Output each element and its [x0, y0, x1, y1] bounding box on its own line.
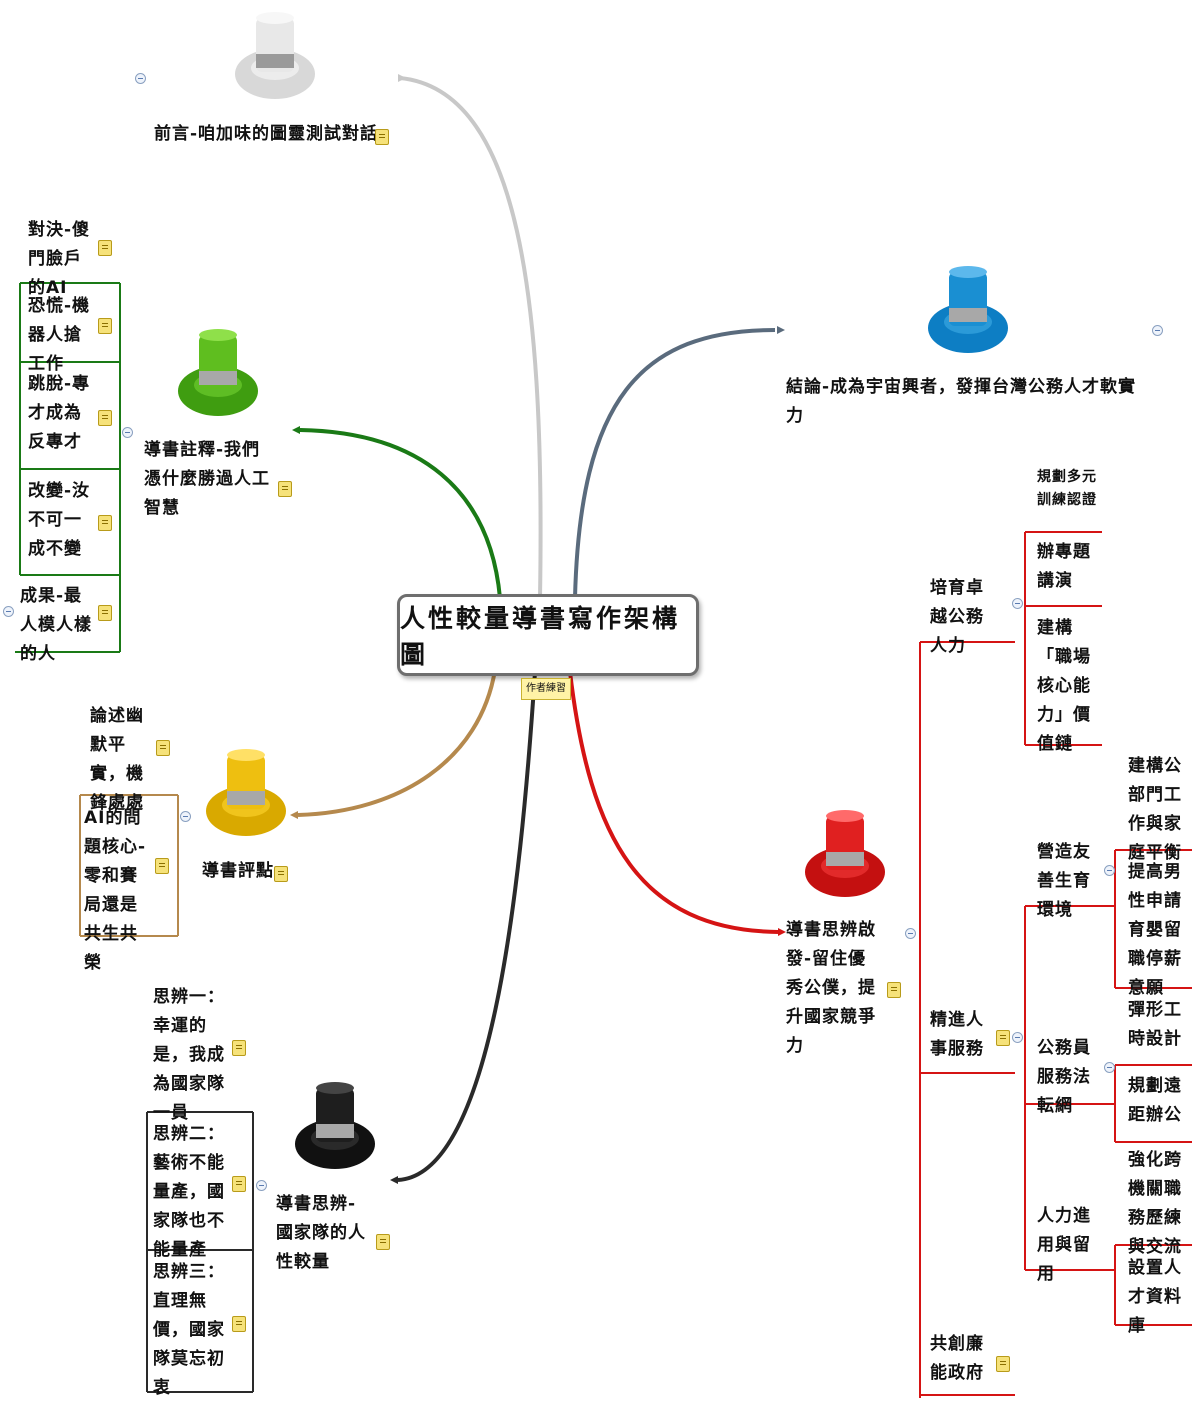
civil-law-child-2[interactable]: 規劃遠距辦公: [1128, 1076, 1182, 1125]
center-title: 人性較量導書寫作架構圖: [400, 604, 681, 669]
annotation-child-4[interactable]: 改變-汝不可一成不變: [28, 481, 91, 559]
curve-inspiration: [568, 671, 779, 934]
collapse-toggle[interactable]: [1152, 325, 1163, 336]
group-hr-service[interactable]: 精進人事服務: [930, 1010, 984, 1059]
black-hat-icon: [295, 1082, 375, 1169]
curve-reflection: [397, 671, 537, 1182]
collapse-toggle[interactable]: [3, 606, 14, 617]
recruit-child-1[interactable]: 強化跨機關職務歷練與交流: [1128, 1150, 1182, 1257]
center-topic[interactable]: 人性較量導書寫作架構圖: [397, 594, 699, 676]
birth-child-2[interactable]: 提高男性申請育嬰留職停薪意願: [1128, 862, 1182, 998]
recruit-child-2[interactable]: 設置人才資料庫: [1128, 1258, 1182, 1336]
subgroup-birth[interactable]: 營造友善生育環境: [1037, 842, 1091, 920]
reflection-child-1[interactable]: 思辨一：幸運的是，我成為國家隊一員: [153, 987, 225, 1123]
review-child-2[interactable]: AI的問題核心-零和賽局還是共生共榮: [84, 808, 147, 973]
note-icon[interactable]: [232, 1176, 246, 1192]
collapse-toggle[interactable]: [905, 928, 916, 939]
curve-review: [297, 669, 497, 817]
subgroup-recruit[interactable]: 人力進用與留用: [1037, 1206, 1091, 1284]
topic-reflection[interactable]: 導書思辨-國家隊的人性較量: [276, 1194, 366, 1272]
subgroup-civil-law[interactable]: 公務員服務法転網: [1037, 1038, 1091, 1116]
talent-child-2[interactable]: 辦專題講演: [1037, 542, 1091, 591]
note-icon[interactable]: [98, 410, 112, 426]
topic-inspiration[interactable]: 導書思辨啟發-留住優秀公僕，提升國家競爭力: [786, 920, 876, 1056]
note-icon[interactable]: [375, 129, 389, 145]
curve-conclusion: [573, 328, 776, 599]
yellow-hat-icon: [206, 749, 286, 836]
annotation-child-5[interactable]: 成果-最人模人樣的人: [20, 586, 92, 664]
group-integrity[interactable]: 共創廉能政府: [930, 1334, 984, 1383]
center-tag: 作者練習: [521, 678, 571, 700]
collapse-toggle[interactable]: [1012, 1032, 1023, 1043]
topic-intro[interactable]: 前言-咱加味的圖靈測試對話: [154, 124, 379, 144]
note-icon[interactable]: [232, 1040, 246, 1056]
white-hat-icon: [235, 12, 315, 99]
topic-conclusion[interactable]: 結論-成為宇宙興者，發揮台灣公務人才軟實力: [786, 377, 1137, 426]
blue-hat-icon: [928, 266, 1008, 353]
note-icon[interactable]: [274, 866, 288, 882]
note-icon[interactable]: [376, 1234, 390, 1250]
note-icon[interactable]: [155, 858, 169, 874]
green-hat-icon: [178, 329, 258, 416]
note-icon[interactable]: [232, 1316, 246, 1332]
note-icon[interactable]: [278, 481, 292, 497]
annotation-child-3[interactable]: 跳脫-專才成為反專才: [28, 374, 91, 452]
collapse-toggle[interactable]: [1104, 1062, 1115, 1073]
collapse-toggle[interactable]: [1012, 598, 1023, 609]
curve-intro: [399, 76, 543, 599]
annotation-child-1[interactable]: 對決-傻門臉戶的AI: [28, 220, 91, 298]
note-icon[interactable]: [98, 240, 112, 256]
note-icon[interactable]: [156, 740, 170, 756]
topic-review[interactable]: 導書評點: [202, 861, 274, 881]
talent-child-3[interactable]: 建構「職場核心能力」價值鏈: [1037, 618, 1091, 754]
birth-child-1[interactable]: 建構公部門工作與家庭平衡: [1128, 756, 1182, 863]
note-icon[interactable]: [98, 605, 112, 621]
collapse-toggle[interactable]: [135, 73, 146, 84]
group-talent[interactable]: 培育卓越公務人力: [930, 578, 984, 656]
note-icon[interactable]: [887, 982, 901, 998]
collapse-toggle[interactable]: [256, 1180, 267, 1191]
annotation-child-2[interactable]: 恐慌-機器人搶工作: [28, 296, 91, 374]
red-hat-icon: [805, 810, 885, 897]
collapse-toggle[interactable]: [1104, 865, 1115, 876]
civil-law-child-1[interactable]: 彈形工時設計: [1128, 1000, 1182, 1049]
talent-child-1[interactable]: 規劃多元訓練認證: [1037, 469, 1097, 508]
note-icon[interactable]: [996, 1030, 1010, 1046]
note-icon[interactable]: [98, 515, 112, 531]
note-icon[interactable]: [98, 318, 112, 334]
topic-annotation[interactable]: 導書註釋-我們憑什麼勝過人工智慧: [144, 440, 270, 518]
collapse-toggle[interactable]: [122, 427, 133, 438]
collapse-toggle[interactable]: [180, 811, 191, 822]
note-icon[interactable]: [996, 1356, 1010, 1372]
reflection-child-2[interactable]: 思辨二：藝術不能量產，國家隊也不能量產: [153, 1124, 225, 1260]
review-child-1[interactable]: 論述幽默平實，機鋒處處: [90, 706, 144, 813]
reflection-child-3[interactable]: 思辨三：直理無價，國家隊莫忘初衷: [153, 1262, 225, 1398]
curve-annotation: [299, 428, 502, 599]
